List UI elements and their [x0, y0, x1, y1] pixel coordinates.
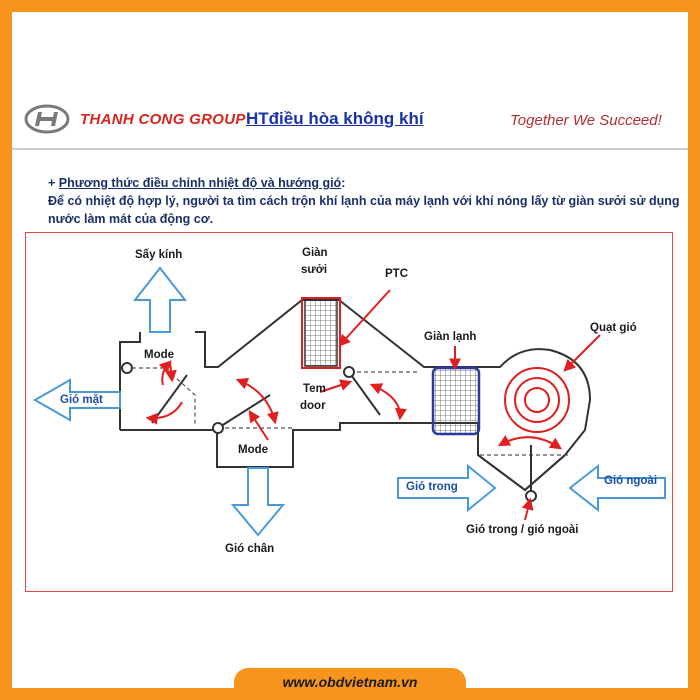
label-gio-chan: Gió chân — [225, 543, 275, 555]
label-gio-ngoai: Gió ngoài — [604, 475, 658, 487]
label-gian-suoi-1: Giàn — [302, 247, 328, 259]
duct-dashed-lines — [125, 367, 570, 456]
intro-prefix: + — [48, 176, 59, 190]
label-gian-suoi-2: sưởi — [301, 264, 328, 276]
brand-name: THANH CONG GROUP — [80, 111, 246, 128]
intro-body: Để có nhiệt độ hợp lý, người ta tìm cách… — [48, 194, 680, 226]
label-gio-mat: Gió mặt — [60, 394, 103, 406]
label-gio-trong: Gió trong — [406, 481, 458, 493]
damper-mode-bottom — [212, 394, 271, 434]
label-tem: Tem — [303, 383, 326, 395]
blue-flow-arrows — [32, 266, 666, 537]
footer-tab: www.obdvietnam.vn — [234, 668, 466, 696]
damper-fresh-recirc — [525, 445, 537, 502]
label-say-kinh: Sấy kính — [135, 249, 183, 261]
evaporator-core — [431, 366, 481, 436]
slide-title: HTđiều hòa không khí — [246, 109, 424, 128]
label-quat-gio: Quạt gió — [590, 322, 637, 334]
duct-outline — [119, 299, 592, 492]
arrow-gio-ngoai — [568, 463, 666, 513]
intro-heading: Phương thức điều chỉnh nhiệt độ và hướng… — [58, 176, 342, 190]
label-mode-bottom: Mode — [238, 444, 269, 456]
tagline: Together We Succeed! — [510, 112, 662, 129]
arrow-gio-chan — [230, 467, 286, 537]
intro-heading-suffix: : — [341, 176, 346, 190]
label-mode-top: Mode — [144, 349, 175, 361]
arrow-gio-mat — [32, 378, 121, 422]
label-gian-lanh: Giàn lạnh — [424, 331, 477, 343]
label-gio-trong-ngoai: Gió trong / gió ngoài — [466, 524, 579, 536]
slide-header: THANH CONG GROUP HTđiều hòa không khí To… — [12, 92, 688, 150]
intro-text: + Phương thức điều chỉnh nhiệt độ và hướ… — [48, 174, 688, 228]
hyundai-logo — [24, 104, 70, 134]
damper-mode-top — [121, 362, 188, 424]
arrow-say-kinh — [132, 266, 188, 333]
diagram-border — [25, 232, 673, 592]
red-flow-arrows — [145, 289, 601, 521]
label-ptc: PTC — [385, 268, 408, 280]
damper-tem-door — [343, 366, 381, 416]
footer-website[interactable]: www.obdvietnam.vn — [282, 674, 418, 690]
label-door: door — [300, 400, 326, 412]
arrow-gio-trong — [397, 463, 497, 513]
blower-fan — [504, 367, 570, 433]
heater-core — [301, 297, 341, 369]
